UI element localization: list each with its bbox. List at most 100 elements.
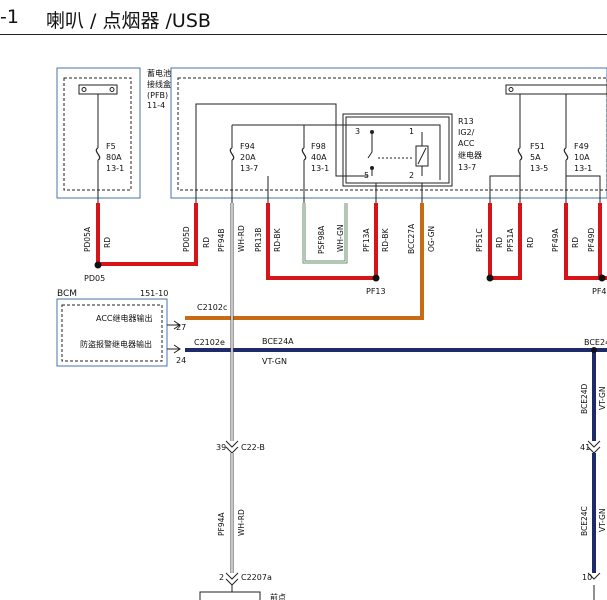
relay-box-inner	[345, 116, 450, 184]
busbar-right	[505, 84, 607, 95]
fuse-f94-ref: 13-7	[240, 164, 258, 173]
page-title: 喇叭 / 点烟器 /USB	[46, 10, 211, 32]
bottom-module-box	[199, 591, 261, 600]
pd05d-relay-feed	[195, 103, 368, 203]
wire-label-vtgn-3: VT-GN	[598, 509, 607, 532]
splice-dots	[94, 261, 606, 353]
fuse-f5-name: F5	[106, 142, 116, 151]
labels: 蓄电池 接线盒 (PFB) 11-4 F5 80A 13-1 F94 20A 1…	[57, 68, 607, 600]
bcm-output-1: ACC继电器输出	[96, 313, 153, 323]
wire-label-rd-5: RD	[571, 237, 580, 248]
busbar-left	[78, 84, 118, 95]
wire-label-pf94b: PF94B	[217, 228, 226, 252]
wire-label-whrd-1: WH-RD	[237, 225, 246, 252]
wire-psf98a-stripe	[303, 203, 347, 263]
wire-label-pf51a: PF51A	[506, 228, 515, 252]
wire-label-oggn: OG-GN	[427, 226, 436, 252]
wire-bcc27a-orange	[185, 203, 424, 320]
busbar-left-stud-a	[81, 87, 87, 92]
wire-label-rdbk-1: RD-BK	[273, 227, 282, 252]
relay-node-5	[370, 166, 374, 170]
bcm-ref: 151-10	[140, 289, 168, 298]
bcm-inner	[61, 304, 163, 362]
fuse-f5-amp: 80A	[106, 153, 122, 162]
bcm-arrows	[173, 320, 181, 354]
bcm-frame	[56, 298, 168, 367]
fuse-f98-amp: 40A	[311, 153, 327, 162]
fuse-f51-symbol	[517, 147, 523, 161]
pf51c-stub	[489, 175, 520, 203]
bcm-connector-2: C2102e	[194, 338, 225, 347]
c22b-connector-left	[225, 440, 239, 454]
fuse-f51-ref: 13-5	[530, 164, 548, 173]
wire-label-vtgn-2: VT-GN	[598, 387, 607, 410]
splice-pd05-label: PD05	[84, 274, 105, 283]
relay-pin-1: 1	[409, 127, 414, 136]
wire-label-rd-4: RD	[526, 237, 535, 248]
relay-coil	[415, 145, 429, 167]
splice-pf13-dot	[372, 274, 380, 282]
fuse-f51-amp: 5A	[530, 153, 541, 162]
fuse-f5-symbol	[95, 147, 101, 161]
wire-label-whrd-2: WH-RD	[237, 509, 246, 536]
wire-pf49-red	[564, 203, 607, 280]
fuse-f49-ref: 13-1	[574, 164, 592, 173]
relay-pin-2: 2	[409, 171, 414, 180]
relay-coil-slash	[417, 147, 427, 165]
pfb-main-inner	[177, 77, 607, 191]
wire-label-pf13a: PF13A	[362, 228, 371, 252]
bcm-leads	[167, 324, 180, 350]
section-number: -1	[0, 6, 19, 28]
splice-pf4-label: PF4	[592, 287, 607, 296]
bottom-module-label: 前点	[270, 592, 286, 600]
splice-bce24-label: BCE24	[584, 338, 607, 347]
relay-node-3	[370, 130, 374, 134]
relay-line4: 继电器	[458, 150, 482, 160]
frames	[56, 67, 607, 600]
bcm-pin-27: 27	[176, 323, 186, 332]
wire-label-pr13b: PR13B	[254, 228, 263, 252]
pfb-main-frame	[170, 67, 607, 199]
harness-wires	[96, 203, 607, 573]
relay-pin-3: 3	[355, 127, 360, 136]
relay-pin1-bus	[232, 124, 441, 180]
wire-label-psf98a: PSF98A	[317, 225, 326, 254]
bcm-pin-24: 24	[176, 356, 186, 365]
wire-pf51-red	[488, 203, 522, 280]
wire-pf13-red	[266, 203, 378, 280]
c22b-pin-left: 39	[216, 443, 226, 452]
page-header: -1 喇叭 / 点烟器 /USB	[0, 0, 607, 35]
pf49d-stub	[566, 175, 601, 203]
wire-label-rd-3: RD	[495, 237, 504, 248]
bcm-connector-1: C2102c	[197, 303, 227, 312]
fuse-f49-name: F49	[574, 142, 589, 151]
wire-label-pd05d: PD05D	[182, 226, 191, 252]
c2207a-pin-left: 2	[219, 573, 224, 582]
pfb-name-line3: (PFB)	[147, 91, 168, 100]
wire-pd05-red	[96, 203, 198, 266]
fuse-f98-symbol	[301, 147, 307, 161]
wire-vtgn-label: VT-GN	[262, 357, 287, 366]
c2207a-pin-right: 10	[582, 573, 592, 582]
busbar-left-stud-b	[109, 87, 115, 92]
splice-pf51-dot	[486, 274, 494, 282]
wire-label-rdbk-2: RD-BK	[381, 227, 390, 252]
wire-label-pd05a: PD05A	[83, 226, 92, 252]
c22b-pin-right: 41	[580, 443, 590, 452]
relay-pin-5: 5	[364, 171, 369, 180]
relay-name: R13	[458, 117, 474, 126]
c2207a-label: C2207a	[241, 573, 272, 582]
wire-label-rd-2: RD	[202, 237, 211, 248]
c2207a-connector-right	[587, 572, 601, 580]
relay-box-outer	[342, 113, 453, 187]
pfb-ref: 11-4	[147, 101, 165, 110]
c2207a-connector-left	[225, 572, 239, 586]
splice-bce24-dot	[591, 347, 597, 353]
relay-contact-3	[367, 132, 373, 159]
fuse-f94-name: F94	[240, 142, 255, 151]
wire-label-pf94a: PF94A	[217, 512, 226, 536]
internal-wiring	[97, 94, 601, 600]
bcm-output-2: 防盗报警继电器输出	[80, 339, 152, 349]
fuse-f49-amp: 10A	[574, 153, 590, 162]
wire-label-pf51c: PF51C	[475, 228, 484, 252]
